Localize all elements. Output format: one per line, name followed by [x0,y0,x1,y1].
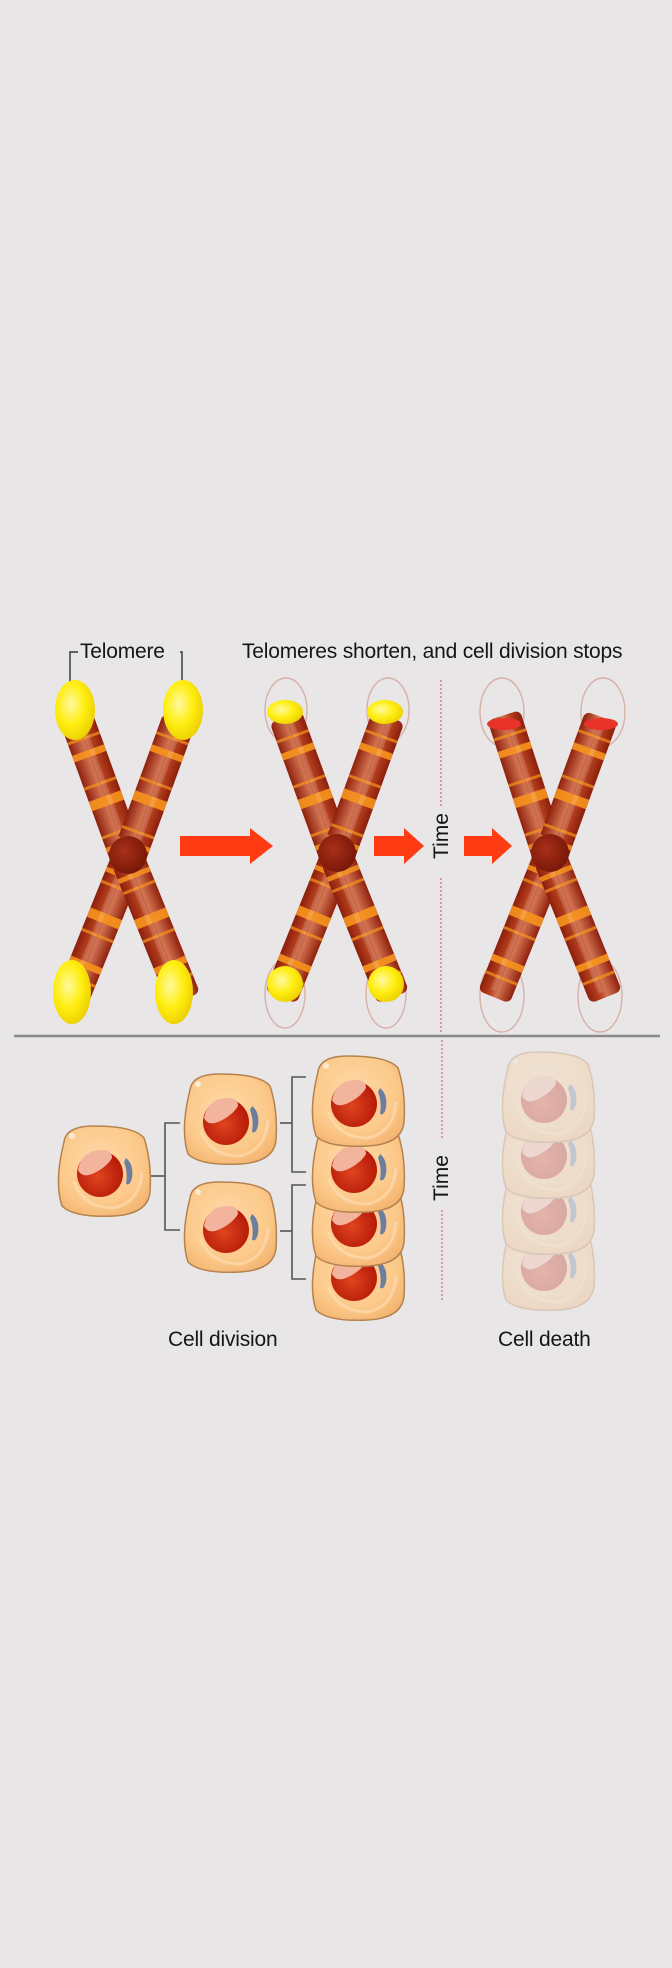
headline: Telomeres shorten, and cell division sto… [242,640,623,663]
telomere-cap [53,960,91,1024]
chromosome-short-telomeres [264,677,410,1029]
chromosome-full-telomeres [53,680,203,1024]
arrow-right-icon [374,828,424,864]
telomere-cap [163,680,203,740]
centromere [109,836,147,874]
cell [182,1180,278,1274]
arrow-right-icon [464,828,512,864]
cell [182,1072,278,1166]
telomere-cap [155,960,193,1024]
telomere-cap [55,680,95,740]
lineage-connectors [150,1076,306,1280]
cell-division-lineage [56,1054,406,1322]
time-label-bottom: Time [430,1148,454,1208]
cell-death-label: Cell death [498,1328,591,1351]
dead-cells [500,1050,596,1312]
arrow-right-icon [180,828,273,864]
chromosome-depleted-telomeres [478,677,626,1033]
cell-division-label: Cell division [168,1328,278,1351]
cell [56,1124,152,1218]
telomere-label: Telomere [80,640,165,663]
time-label-top: Time [430,806,454,866]
cell [310,1054,406,1148]
